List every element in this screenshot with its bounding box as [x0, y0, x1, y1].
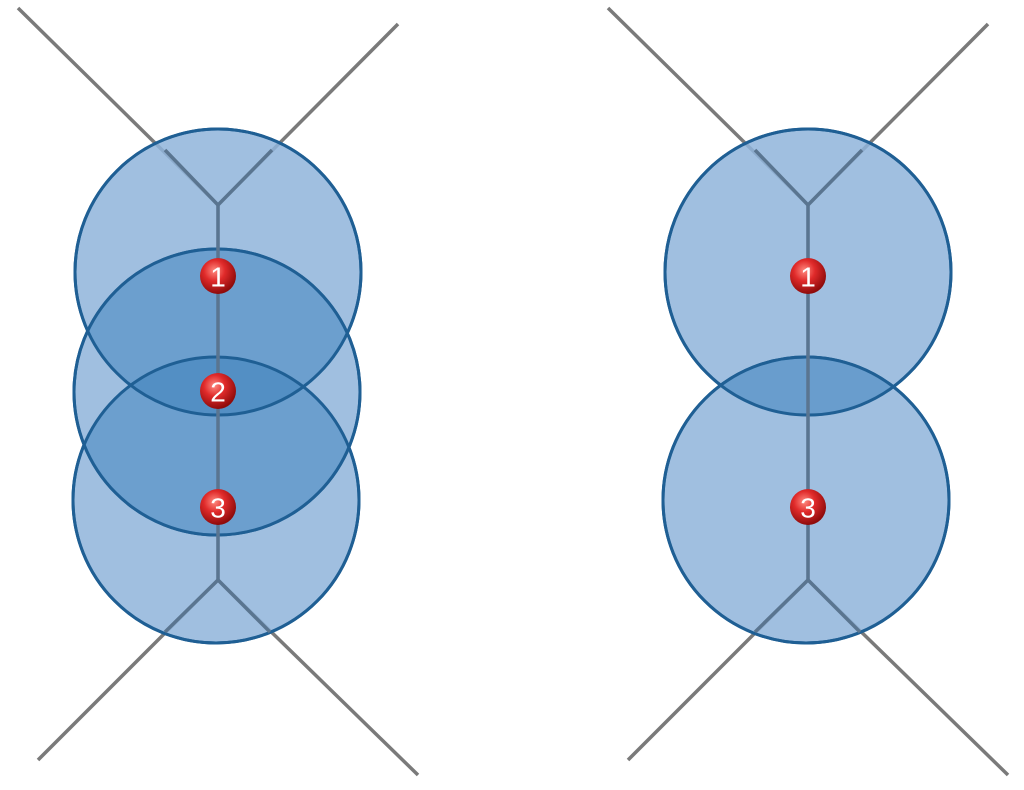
- right-coverage-zones: [661, 127, 953, 645]
- marker-ball: [790, 489, 826, 525]
- right-marker-1: 1: [790, 258, 826, 294]
- marker-ball: [200, 373, 236, 409]
- left-panel: 1 2 3: [16, 6, 420, 777]
- coverage-outline-3: [71, 355, 361, 645]
- left-marker-1: 1: [200, 258, 236, 294]
- marker-ball: [200, 258, 236, 294]
- coverage-outline-3: [661, 355, 951, 645]
- marker-label: 2: [210, 377, 226, 408]
- right-marker-3: 3: [790, 489, 826, 525]
- road-segment: [163, 148, 274, 208]
- left-marker-3: 3: [200, 489, 236, 525]
- marker-label: 3: [800, 493, 816, 524]
- marker-label: 1: [800, 262, 816, 293]
- road-segment: [753, 577, 862, 634]
- road-segment: [163, 577, 272, 634]
- marker-label: 1: [210, 262, 226, 293]
- marker-ball: [200, 489, 236, 525]
- road-segment: [753, 148, 864, 208]
- marker-ball: [790, 258, 826, 294]
- left-marker-2: 2: [200, 373, 236, 409]
- right-panel: 1 3: [606, 6, 1010, 777]
- marker-label: 3: [210, 493, 226, 524]
